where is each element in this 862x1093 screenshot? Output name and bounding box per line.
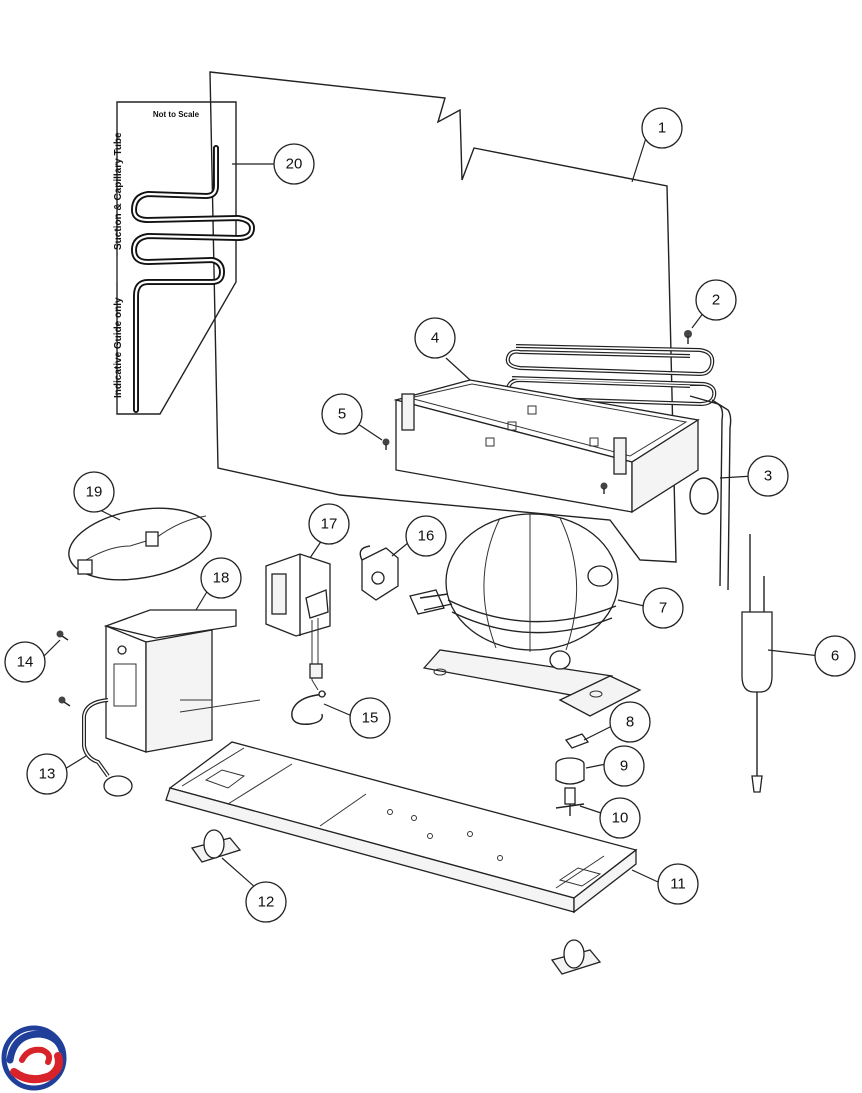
screw-part-5	[382, 438, 608, 494]
screw-part-14	[56, 630, 71, 707]
callout-15: 15	[349, 697, 391, 739]
condenser-coil-part-3	[505, 344, 732, 591]
callout-12: 12	[245, 881, 287, 923]
callout-19: 19	[73, 471, 115, 513]
callout-2-number: 2	[712, 292, 720, 309]
not-to-scale-note: Not to Scale	[153, 110, 200, 119]
thermostat-probe-part-6	[741, 534, 773, 793]
tube-label: Suction & Capillary Tube	[113, 132, 124, 250]
callout-13: 13	[26, 753, 68, 795]
callout-7: 7	[642, 587, 684, 629]
callout-4-number: 4	[431, 330, 439, 347]
callout-3-number: 3	[764, 468, 772, 485]
callout-9: 9	[603, 745, 645, 787]
heater-element-part-13	[82, 698, 133, 797]
callout-10: 10	[599, 797, 641, 839]
callout-16: 16	[405, 515, 447, 557]
stud-part-10	[555, 787, 585, 816]
grommet-part-9	[555, 757, 585, 785]
brand-swirl-logo	[1, 1025, 67, 1091]
callout-6: 6	[814, 635, 856, 677]
base-plate-part-11	[165, 741, 638, 914]
callout-20: 20	[273, 143, 315, 185]
electronic-control-box-part-18	[103, 609, 261, 753]
cabinet-back-panel	[209, 71, 677, 563]
callout-5-number: 5	[338, 406, 346, 423]
control-module-part-17	[265, 553, 331, 691]
callout-5: 5	[321, 393, 363, 435]
callout-2: 2	[695, 279, 737, 321]
castor-part-12	[190, 829, 602, 975]
callout-16-number: 16	[418, 528, 435, 545]
callout-12-number: 12	[258, 894, 275, 911]
screw-part-2	[684, 330, 692, 344]
callout-17: 17	[308, 503, 350, 545]
callout-3: 3	[747, 455, 789, 497]
callout-10-number: 10	[612, 810, 629, 827]
callout-6-number: 6	[831, 648, 839, 665]
callout-1-number: 1	[658, 120, 666, 137]
callout-20-number: 20	[286, 156, 303, 173]
connector-harness-part-19	[68, 507, 212, 581]
callout-18-number: 18	[213, 570, 230, 587]
callout-13-number: 13	[39, 766, 56, 783]
callout-17-number: 17	[321, 516, 338, 533]
callout-1: 1	[641, 107, 683, 149]
callout-11: 11	[657, 863, 699, 905]
callout-11-number: 11	[670, 876, 686, 893]
callout-8: 8	[609, 701, 651, 743]
wire-harness-part-15	[291, 690, 327, 725]
clip-part-8	[564, 733, 590, 749]
callout-9-number: 9	[620, 758, 628, 775]
guide-label: Indicative Guide only	[113, 297, 124, 398]
leader-lines	[43, 137, 821, 889]
callout-7-number: 7	[659, 600, 667, 617]
drain-tray-part-4	[393, 379, 700, 514]
callout-4: 4	[414, 317, 456, 359]
callout-18: 18	[200, 557, 242, 599]
callout-15-number: 15	[362, 710, 379, 727]
suction-capillary-tube-guide: Not to Scale Suction & Capillary Tube In…	[113, 101, 255, 415]
relay-part-16	[359, 545, 399, 601]
compressor-part-7	[409, 513, 642, 717]
callout-14-number: 14	[17, 654, 34, 671]
callout-8-number: 8	[626, 714, 634, 731]
callout-14: 14	[4, 641, 46, 683]
callout-19-number: 19	[86, 484, 103, 501]
